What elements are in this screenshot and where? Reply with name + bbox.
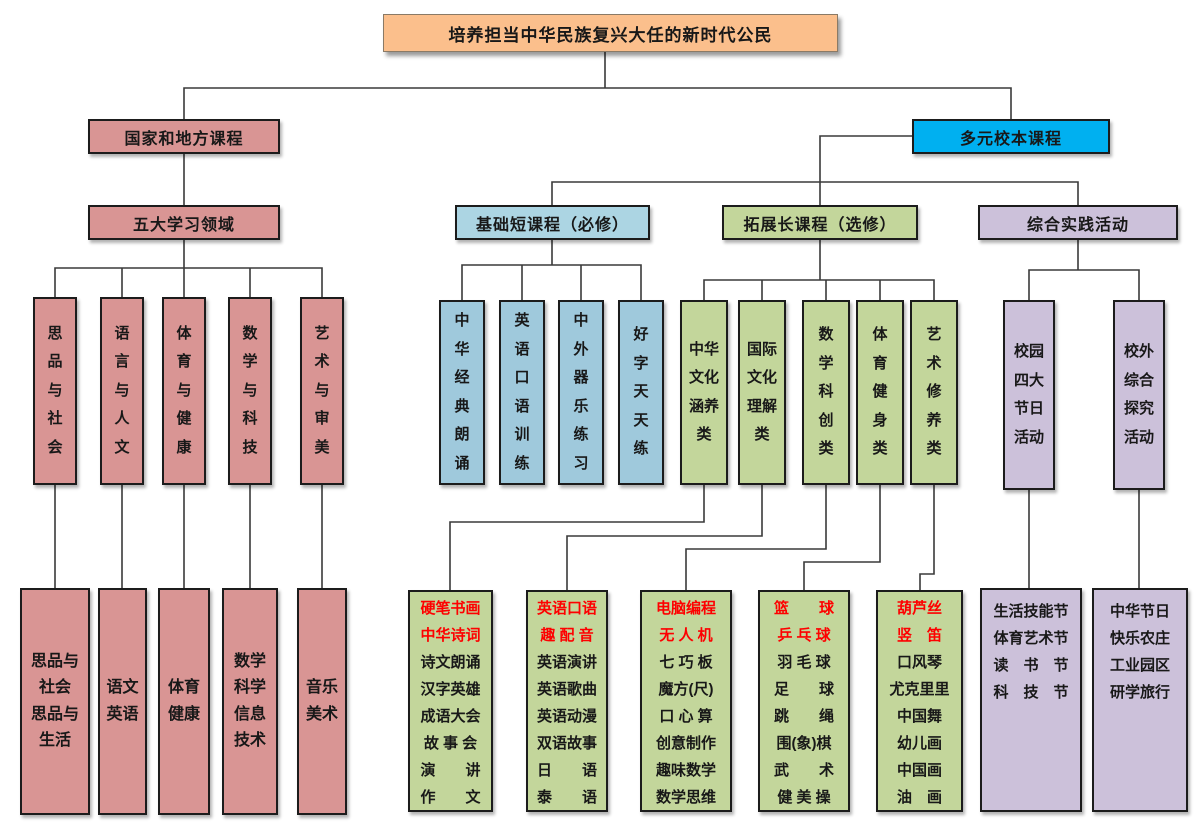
leaf-title: 硬笔书画 中华诗词: [420, 600, 481, 644]
national-leaf-math-science-it: 数学 科学 信息 技术: [222, 588, 278, 815]
school-elbow-connector: [819, 135, 912, 205]
leaf-body: 口风琴 尤克里里 中国舞 幼儿画 中国画 油 画: [889, 654, 950, 806]
extended-leaf-connector-4: [803, 485, 881, 590]
leaf-body: 七 巧 板 魔方(尺) 口 心 算 创意制作 趣味数学 数学思维: [655, 654, 716, 806]
extended-column-international-culture: 国际 文化 理解 类: [738, 300, 786, 485]
extended-column-chinese-culture: 中华 文化 涵养 类: [680, 300, 728, 485]
national-leaf-chinese-english: 语文 英语: [98, 588, 147, 815]
extended-leaf-calligraphy-poetry: 硬笔书画 中华诗词诗文朗诵 汉字英雄 成语大会 故 事 会 演 讲 作 文: [408, 590, 493, 812]
basic-column-classics-recitation: 中 华 经 典 朗 诵: [439, 300, 485, 485]
practice-rail: [1028, 240, 1140, 300]
extended-leaf-connector-3: [685, 485, 827, 590]
domain-column-art-aesthetics: 艺 术 与 审 美: [300, 297, 344, 485]
national-leaf-music-art: 音乐 美术: [297, 588, 347, 815]
leaf-title: 电脑编程 无 人 机: [655, 600, 716, 644]
leaf-title: 英语口语 趣 配 音: [536, 600, 597, 644]
leaf-body: 英语演讲 英语歌曲 英语动漫 双语故事 日 语 泰 语: [536, 654, 597, 806]
domain-column-morality-society: 思 品 与 社 会: [33, 297, 77, 485]
extended-leaf-coding-drone: 电脑编程 无 人 机七 巧 板 魔方(尺) 口 心 算 创意制作 趣味数学 数学…: [640, 590, 732, 812]
leaf-title: 葫芦丝 竖 笛: [896, 600, 942, 644]
national-leaf-morality: 思品与 社会 思品与 生活: [20, 588, 90, 815]
extended-leaf-connector-5: [919, 485, 935, 590]
basic-column-english-speaking: 英 语 口 语 训 练: [499, 300, 545, 485]
practice-column-campus-festivals: 校园 四大 节日 活动: [1003, 300, 1055, 490]
root-goal-box: 培养担当中华民族复兴大任的新时代公民: [383, 14, 838, 52]
leaf-body: 诗文朗诵 汉字英雄 成语大会 故 事 会 演 讲 作 文: [420, 654, 481, 806]
practice-column-off-campus-exploration: 校外 综合 探究 活动: [1113, 300, 1165, 490]
practice-leaf-connectors: [1028, 490, 1140, 588]
comprehensive-practice-box: 综合实践活动: [978, 205, 1178, 240]
extended-column-math-innovation: 数 学 科 创 类: [802, 300, 850, 485]
practice-leaf-campus-festivals: 生活技能节 体育艺术节 读 书 节 科 技 节: [980, 588, 1082, 812]
basic-column-instrument-practice: 中 外 器 乐 练 习: [558, 300, 604, 485]
extended-leaf-music-art: 葫芦丝 竖 笛口风琴 尤克里里 中国舞 幼儿画 中国画 油 画: [876, 590, 963, 812]
extended-leaf-english-dubbing: 英语口语 趣 配 音英语演讲 英语歌曲 英语动漫 双语故事 日 语 泰 语: [526, 590, 608, 812]
five-learning-domains-box: 五大学习领域: [88, 205, 280, 240]
basic-short-courses-box: 基础短课程（必修）: [455, 205, 650, 240]
national-leaf-pe-health: 体育 健康: [158, 588, 210, 815]
extended-rail: [703, 240, 935, 300]
extended-column-sports-fitness: 体 育 健 身 类: [856, 300, 904, 485]
root-connector: [183, 52, 1012, 119]
extended-leaf-connector-2: [566, 485, 763, 590]
extended-leaf-ball-sports: 篮 球 乒 乓 球羽 毛 球 足 球 跳 绳 围(象)棋 武 术 健 美 操: [758, 590, 850, 812]
domain-column-language-humanities: 语 言 与 人 文: [100, 297, 144, 485]
domains-rail: [54, 240, 323, 297]
basic-rail: [461, 240, 642, 300]
leaf-body: 羽 毛 球 足 球 跳 绳 围(象)棋 武 术 健 美 操: [773, 654, 834, 806]
domain-column-pe-health: 体 育 与 健 康: [162, 297, 206, 485]
national-leaf-connectors: [54, 485, 323, 588]
domain-column-math-tech: 数 学 与 科 技: [228, 297, 272, 485]
national-local-courses-box: 国家和地方课程: [88, 119, 280, 154]
school-based-courses-box: 多元校本课程: [912, 119, 1110, 154]
basic-column-daily-handwriting: 好 字 天 天 练: [618, 300, 664, 485]
extended-column-art-cultivation: 艺 术 修 养 类: [910, 300, 958, 485]
practice-leaf-study-trips: 中华节日 快乐农庄 工业园区 研学旅行: [1092, 588, 1188, 812]
school-rail: [551, 181, 1079, 205]
leaf-title: 篮 球 乒 乓 球: [773, 600, 834, 644]
extended-leaf-connector-1: [449, 485, 705, 590]
extended-long-courses-box: 拓展长课程（选修）: [722, 205, 918, 240]
